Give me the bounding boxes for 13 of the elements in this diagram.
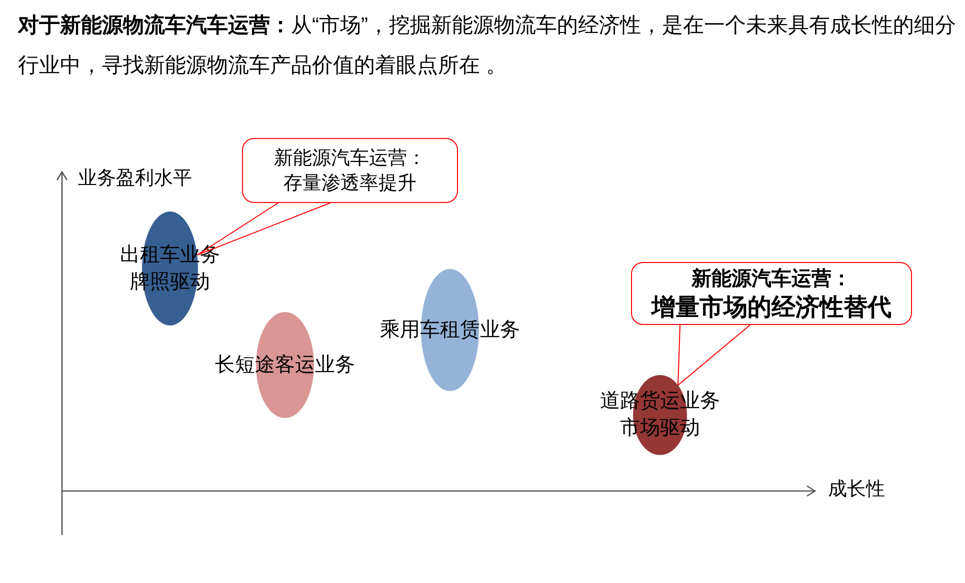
callout-box: [242, 138, 458, 203]
callout-text: 存量渗透率提升: [284, 172, 416, 196]
callout-pointer: [196, 202, 330, 256]
node-label: 长短途客运业务: [215, 352, 355, 378]
axis-label: 成长性: [828, 478, 885, 502]
callout-text: 新能源汽车运营：: [274, 146, 426, 170]
node-label: 乘用车租赁业务: [380, 318, 520, 342]
axis-label: 业务盈利水平: [78, 167, 192, 191]
callout-box: [631, 262, 912, 325]
heading-text: 对于新能源物流车汽车运营：从“市场”，挖掘新能源物流车的经济性，是在一个未来具有成长性的细分行业中，寻找新能源物流车产品价值的着眼点所在 。: [18, 12, 957, 79]
callout-pointer: [678, 324, 750, 386]
callout-text: 新能源汽车运营：: [692, 266, 852, 292]
callout-text: 增量市场的经济性替代: [652, 292, 892, 322]
